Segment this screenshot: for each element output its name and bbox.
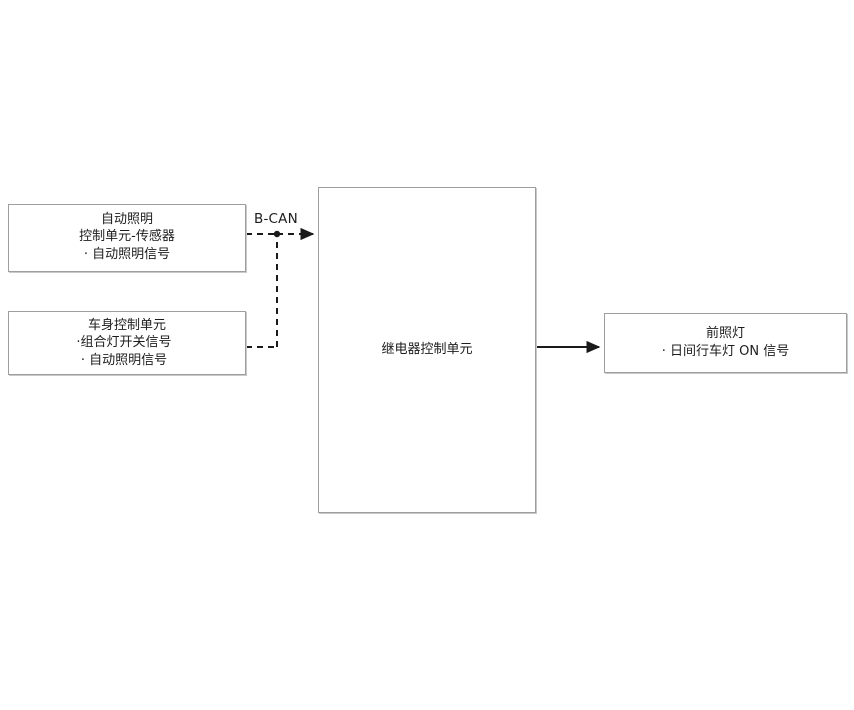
node-body-control-signal-1: ·组合灯开关信号 — [76, 335, 172, 351]
bus-junction-dot — [273, 230, 281, 238]
node-auto-lighting-signal-1: · 自动照明信号 — [83, 246, 171, 262]
node-headlamp-signal-1: · 日间行车灯 ON 信号 — [661, 344, 790, 359]
node-auto-lighting-title: 自动照明 — [100, 211, 153, 227]
node-auto-lighting-subtitle: 控制单元-传感器 — [79, 229, 175, 245]
node-body-control-unit[interactable]: 车身控制单元 ·组合灯开关信号 · 自动照明信号 — [8, 311, 246, 375]
node-relay-control-title: 继电器控制单元 — [381, 342, 473, 358]
node-headlamp[interactable]: 前照灯 · 日间行车灯 ON 信号 — [604, 313, 847, 373]
node-body-control-signal-2: · 自动照明信号 — [80, 352, 168, 368]
node-headlamp-title: 前照灯 — [705, 326, 745, 342]
node-body-control-title: 车身控制单元 — [87, 317, 166, 333]
node-auto-lighting-control-unit-sensor[interactable]: 自动照明 控制单元-传感器 · 自动照明信号 — [8, 204, 246, 272]
bus-label-b-can: B-CAN — [254, 211, 298, 227]
node-relay-control-unit[interactable]: 继电器控制单元 — [318, 187, 536, 513]
